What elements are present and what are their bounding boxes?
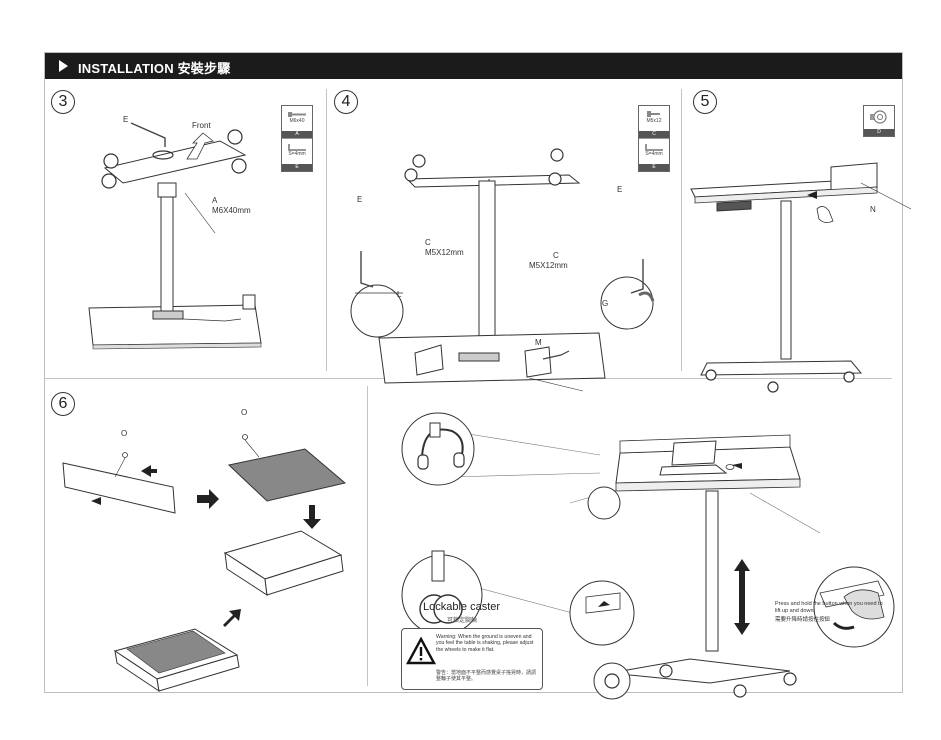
allen-key-icon [288, 144, 306, 151]
step3-diagram [88, 122, 262, 350]
part-wrench-e: S=4mm E [282, 139, 312, 171]
warning-triangle-icon [405, 636, 437, 665]
part-tag: A [282, 131, 312, 138]
label-o-left: O [121, 429, 128, 438]
part-name: M6x40 [289, 118, 305, 124]
label-m5x12mm-left: M5X12mm [425, 248, 464, 257]
press-button-note: Press and hold the button when you need … [775, 601, 885, 624]
caster-subtitle: 可鎖定腳輪 [447, 618, 478, 624]
screw-icon [647, 111, 660, 117]
label-g: G [602, 299, 609, 308]
divider-3-4 [326, 89, 327, 371]
label-a: A [212, 196, 218, 205]
part-wrench-e: S=4mm E [639, 139, 669, 171]
label-c-right: C [553, 251, 559, 260]
label-m6x40mm: M6X40mm [212, 206, 251, 215]
step-number-6: 6 [51, 392, 75, 416]
label-e-left: E [357, 195, 363, 204]
step6-usage-diagram [401, 412, 895, 700]
section-header: INSTALLATION 安裝步驟 [45, 53, 902, 79]
part-tag: D [864, 129, 894, 136]
label-n: N [870, 205, 876, 214]
label-l: L [397, 290, 402, 299]
part-tag: E [639, 164, 669, 171]
part-cap-d: D [864, 106, 894, 136]
label-front: Front [192, 121, 211, 130]
label-e: E [123, 115, 129, 124]
press-text-cn: 需要升降時請按住按鈕 [775, 617, 831, 623]
part-tag: C [639, 131, 669, 138]
part-name: S=4mm [288, 151, 306, 157]
press-text: Press and hold the button when you need … [775, 601, 883, 614]
step-number-3: 3 [51, 90, 75, 114]
divider-4-5 [681, 89, 682, 371]
parts-box-step4: M5x12 C S=4mm E [638, 105, 670, 172]
screw-icon [288, 112, 306, 117]
label-m: M [535, 338, 542, 347]
label-e-right: E [617, 185, 623, 194]
part-name: M5x12 [646, 118, 662, 124]
step6-drawer-diagram [62, 434, 347, 693]
allen-key-icon [645, 144, 663, 151]
step4-diagram [350, 148, 655, 392]
part-name: S=4mm [645, 151, 663, 157]
end-cap-icon [870, 110, 887, 124]
step-number-4: 4 [334, 90, 358, 114]
play-triangle-icon [59, 60, 68, 72]
part-tag: E [282, 164, 312, 171]
parts-box-step5: D [863, 105, 895, 137]
part-screw-a: M6x40 A [282, 106, 312, 139]
label-c-left: C [425, 238, 431, 247]
label-m5x12mm-right: M5X12mm [529, 261, 568, 270]
part-screw-c: M5x12 C [639, 106, 669, 139]
warning-text-cn: 警告：當地面不平整而感覺桌子搖晃時，請調整輪子使其平整。 [436, 670, 537, 682]
section-title: INSTALLATION 安裝步驟 [78, 61, 231, 76]
step-number-5: 5 [693, 90, 717, 114]
step5-diagram [690, 162, 912, 393]
label-o-right: O [241, 408, 248, 417]
instruction-page: INSTALLATION 安裝步驟 3 4 5 6 M6x40 A S=4mm … [44, 52, 912, 700]
parts-box-step3: M6x40 A S=4mm E [281, 105, 313, 172]
warning-text: Warning: When the ground is uneven and y… [436, 634, 534, 653]
divider-6 [367, 386, 368, 686]
warning-box: Warning: When the ground is uneven and y… [401, 628, 543, 690]
caster-title: Lockable caster [423, 601, 501, 613]
